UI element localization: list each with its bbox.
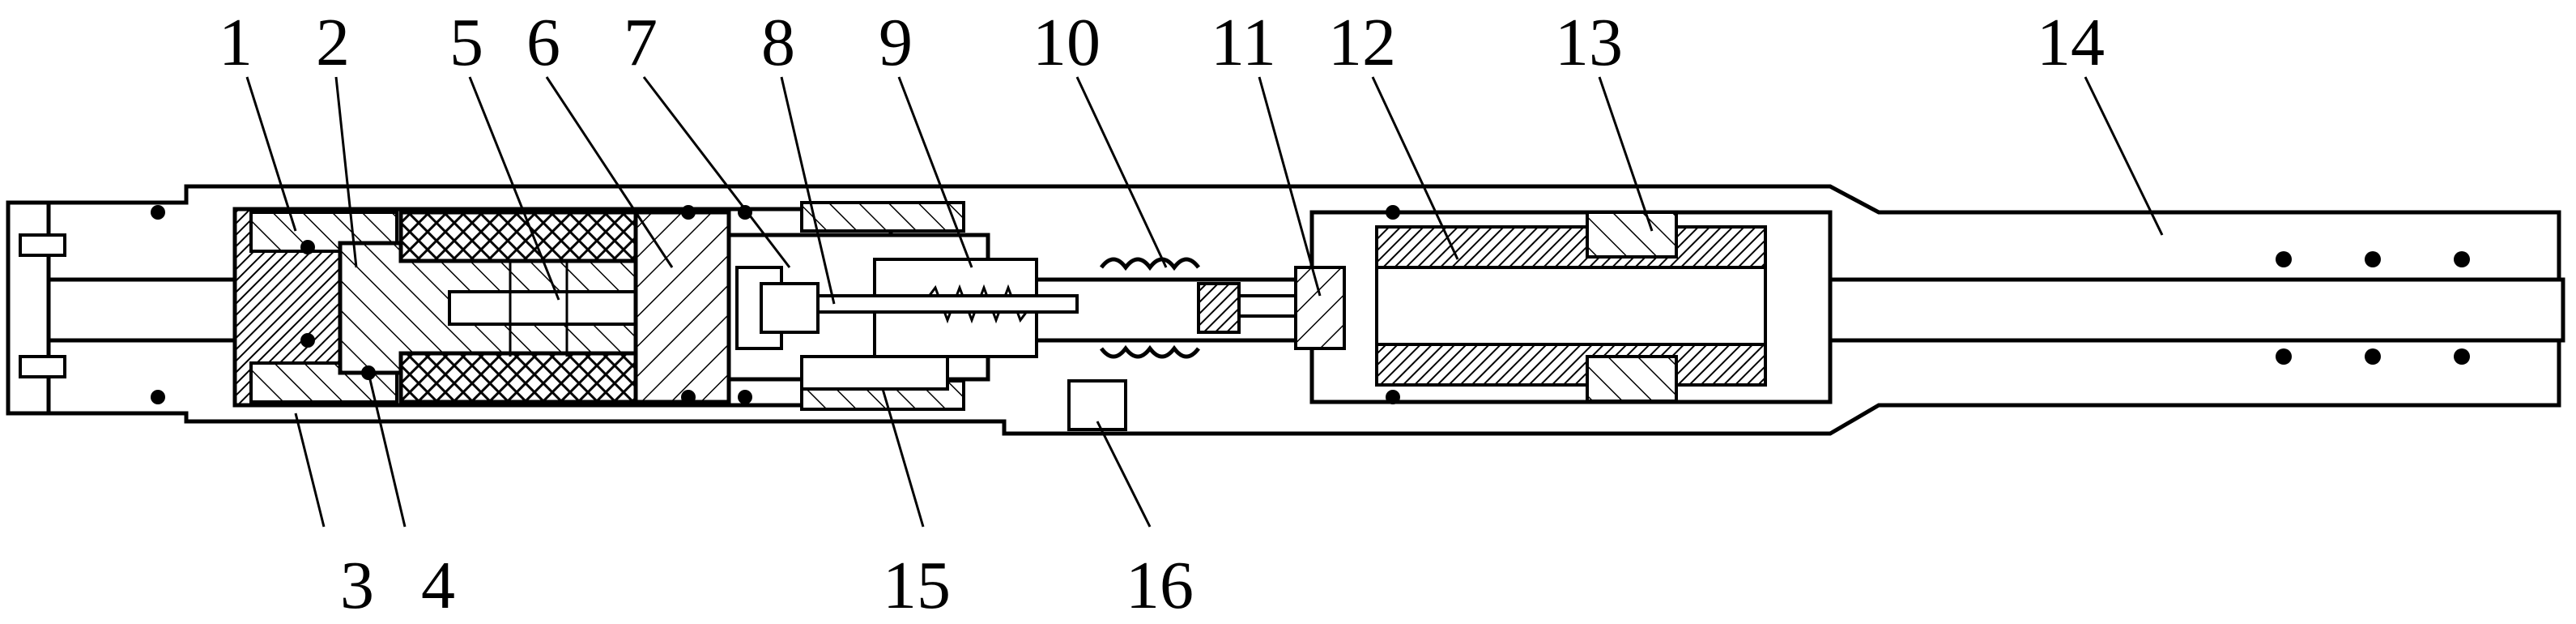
piston-lower	[1375, 343, 1767, 387]
callout-4: 4	[421, 548, 455, 623]
coil-upper	[398, 210, 638, 263]
seat-block	[1294, 266, 1346, 350]
callouts: 1 2 5 6 7 8 9 10 11 12 13 14 3 4 15 16	[219, 5, 2105, 623]
bellows-end-fitting	[1197, 282, 1241, 334]
valve-seat-inner	[760, 282, 820, 334]
coil-lower	[398, 351, 638, 404]
part-3-sleeve-bottom	[249, 361, 398, 404]
callout-9: 9	[879, 5, 913, 80]
pole-block	[633, 210, 731, 404]
callout-6: 6	[526, 5, 560, 80]
callout-15: 15	[883, 548, 951, 623]
piston-bore	[1375, 266, 1767, 346]
left-inner-ring-2	[19, 355, 66, 378]
piston-upper	[1375, 225, 1767, 269]
callout-13: 13	[1555, 5, 1623, 80]
callout-7: 7	[624, 5, 658, 80]
o-rings	[151, 205, 2470, 404]
callout-11: 11	[1211, 5, 1276, 80]
callout-5: 5	[449, 5, 483, 80]
callout-10: 10	[1033, 5, 1101, 80]
callout-2: 2	[316, 5, 350, 80]
guide-sleeve-bottom	[1586, 355, 1678, 403]
callout-14: 14	[2037, 5, 2105, 80]
valve-stem	[816, 294, 1079, 314]
callout-16: 16	[1126, 548, 1194, 623]
callout-1: 1	[219, 5, 253, 80]
central-bore	[1824, 277, 2565, 343]
callout-3: 3	[340, 548, 374, 623]
retainer-top	[800, 201, 965, 233]
left-inner-ring	[19, 233, 66, 257]
callout-8: 8	[761, 5, 795, 80]
bellows	[1100, 257, 1200, 359]
sleeve-15	[800, 355, 949, 391]
outer-housing-lower	[6, 338, 2561, 436]
leader-lines	[245, 76, 2164, 528]
guide-sleeve-top	[1586, 211, 1678, 259]
push-rod	[1237, 294, 1297, 318]
callout-12: 12	[1328, 5, 1396, 80]
